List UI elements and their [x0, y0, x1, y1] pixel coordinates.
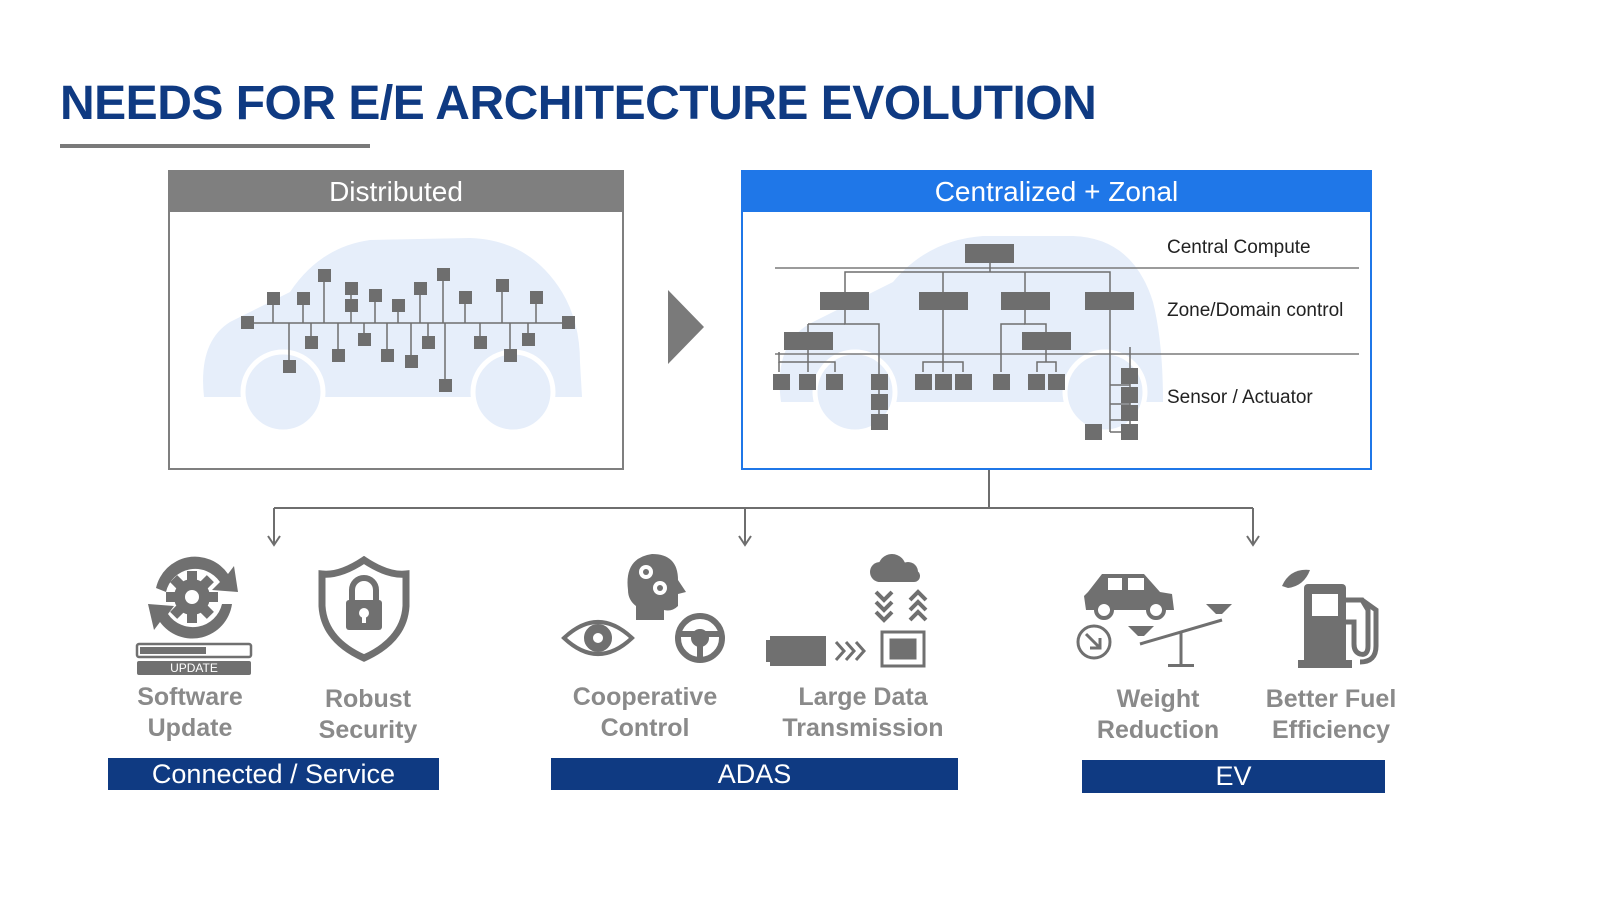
layer-label-central-compute: Central Compute [1167, 237, 1311, 258]
cloud-icon [870, 554, 920, 582]
software-update-icon: UPDATE [135, 556, 253, 675]
large-data-transmission-icon [766, 554, 928, 668]
car-silhouette [779, 236, 1163, 435]
feature-label-large-data: Large Data Transmission [782, 683, 944, 742]
feature-label-cooperative-control: Cooperative Control [572, 683, 718, 742]
category-ev: EV [1082, 760, 1385, 793]
layer-dividers [775, 267, 1359, 355]
zonal-nodes [773, 244, 1138, 440]
head-gears-icon [627, 554, 686, 620]
feature-label-robust-security: Robust Security [318, 685, 418, 744]
category-adas: ADAS [551, 758, 958, 790]
feature-label-weight-reduction: Weight Reduction [1096, 685, 1220, 744]
centralized-panel-header: Centralized + Zonal [743, 172, 1370, 212]
layer-label-zone-domain: Zone/Domain control [1167, 300, 1344, 321]
distributed-ecu-nodes [241, 268, 575, 392]
title-underline [60, 144, 370, 148]
eye-icon [561, 620, 635, 656]
camera-icon [766, 636, 826, 666]
chip-icon [880, 630, 926, 668]
page-title: NEEDS FOR E/E ARCHITECTURE EVOLUTION [60, 77, 1097, 130]
feature-label-fuel-efficiency: Better Fuel Efficiency [1265, 685, 1397, 744]
centralized-diagram [773, 236, 1359, 440]
leaf-icon [1282, 569, 1310, 588]
chevrons-icon [834, 641, 867, 661]
car-icon [1084, 574, 1174, 620]
update-icon-text: UPDATE [170, 661, 218, 675]
steering-wheel-icon [675, 613, 725, 663]
weight-reduction-icon [1076, 574, 1232, 667]
cooperative-control-icon [561, 554, 725, 663]
fuel-pump-icon [1282, 569, 1379, 668]
layer-label-sensor-actuator: Sensor / Actuator [1167, 387, 1313, 408]
transition-arrow-icon [668, 290, 704, 364]
distributed-diagram [203, 238, 583, 435]
category-connected-service: Connected / Service [108, 758, 439, 790]
distributed-panel-header: Distributed [170, 172, 622, 212]
balance-scale-icon [1128, 604, 1232, 667]
shield-lock-icon [318, 556, 410, 662]
up-down-arrows-icon [874, 589, 928, 623]
centralized-zonal-panel: Centralized + Zonal [741, 170, 1372, 470]
distributed-panel: Distributed [168, 170, 624, 470]
down-arrow-circle-icon [1076, 624, 1112, 660]
connector-lines [267, 470, 1260, 547]
car-silhouette [203, 238, 583, 435]
feature-label-software-update: Software Update [137, 683, 243, 742]
central-compute-node [965, 244, 1014, 263]
